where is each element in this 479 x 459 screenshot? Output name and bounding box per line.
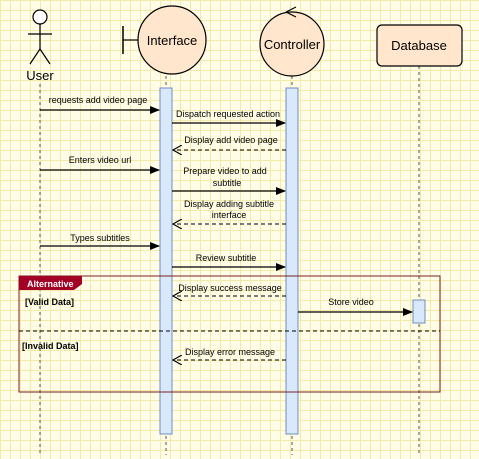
- interface-activation: [159, 87, 173, 435]
- message-label: Display add video page: [184, 135, 278, 145]
- controller-participant[interactable]: Controller: [259, 6, 325, 77]
- message-label: Types subtitles: [70, 233, 130, 243]
- control-arrow-icon: [285, 6, 297, 18]
- fragment-frame: [18, 275, 441, 393]
- guard-invalid-data: [Invalid Data]: [22, 341, 79, 351]
- message-label: interface: [212, 210, 247, 220]
- guard-valid-data: [Valid Data]: [25, 297, 74, 307]
- fragment-operator: Alternative: [27, 279, 74, 289]
- lifelines: [39, 66, 420, 455]
- interface-participant[interactable]: Interface: [122, 5, 207, 75]
- database-box: [376, 24, 463, 67]
- actor-head: [32, 9, 48, 25]
- message-label: Store video: [328, 297, 374, 307]
- messages: requests add video page Dispatch request…: [40, 95, 413, 360]
- boundary-circle: [137, 5, 207, 75]
- alternative-fragment: Alternative [Valid Data] [Invalid Data]: [18, 275, 441, 393]
- interface-label: Interface: [147, 33, 198, 48]
- message-label: Dispatch requested action: [176, 109, 280, 119]
- message-label: Review subtitle: [196, 253, 257, 263]
- user-label: User: [26, 68, 54, 83]
- message-label: Display adding subtitle: [184, 199, 274, 209]
- control-circle: [259, 11, 325, 77]
- actor-right-leg: [39, 48, 51, 65]
- message-label: subtitle: [213, 178, 242, 188]
- controller-label: Controller: [264, 37, 321, 52]
- database-activation: [412, 299, 426, 324]
- fragment-tag: [19, 276, 82, 290]
- database-participant[interactable]: Database: [376, 24, 463, 67]
- user-actor[interactable]: [28, 9, 52, 65]
- message-label: Display success message: [178, 283, 282, 293]
- message-label: Enters video url: [69, 155, 132, 165]
- actor-left-leg: [29, 48, 41, 65]
- controller-activation: [285, 87, 299, 435]
- message-label: Display error message: [185, 347, 275, 357]
- message-label: requests add video page: [49, 95, 148, 105]
- message-label: Prepare video to add: [183, 166, 267, 176]
- database-label: Database: [391, 38, 447, 53]
